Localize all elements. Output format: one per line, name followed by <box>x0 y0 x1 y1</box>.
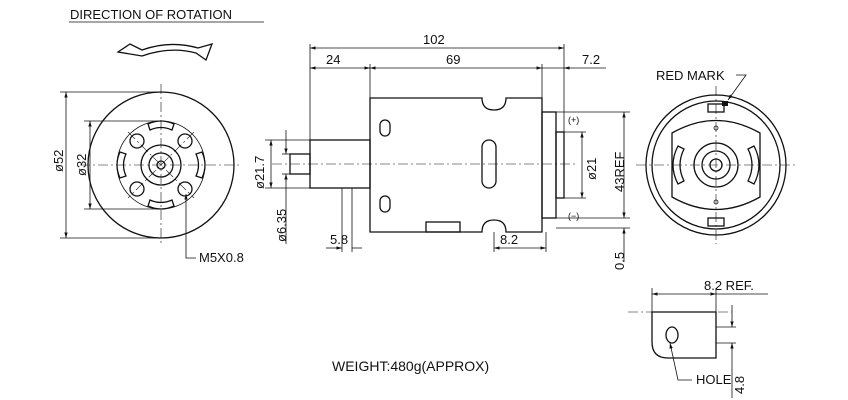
boss-dia-label: ø21.7 <box>252 156 267 189</box>
side-view <box>272 97 578 233</box>
overall-length-label: 102 <box>423 32 445 47</box>
weight-label: WEIGHT:480g(APPROX) <box>332 358 489 374</box>
terminal-ref-label: 8.2 REF. <box>704 278 754 293</box>
direction-label: DIRECTION OF ROTATION <box>70 7 232 22</box>
terminal-detail <box>628 288 768 398</box>
minus-terminal-label: (−) <box>568 211 579 221</box>
flange-dia-label: ø52 <box>51 150 66 172</box>
hole-dim-label: 4.8 <box>732 376 747 394</box>
rear-length-label: 7.2 <box>582 52 600 67</box>
bolt-circle-label: ø32 <box>74 154 89 176</box>
terminal-length-label: 8.2 <box>500 232 518 247</box>
thread-label: M5X0.8 <box>199 250 244 265</box>
body-length-label: 69 <box>446 52 460 67</box>
red-mark-label: RED MARK <box>656 68 725 83</box>
shaft-dia-label: ø6.35 <box>274 209 289 242</box>
hole-label: HOLE <box>696 372 732 387</box>
rear-view <box>636 86 796 244</box>
terminal-offset-label: 0.5 <box>612 252 627 270</box>
shaft-step-label: 5.8 <box>330 232 348 247</box>
red-mark-leader <box>727 74 747 101</box>
front-view-dims <box>60 91 196 259</box>
shaft-length-label: 24 <box>326 52 340 67</box>
rotation-arrow-icon <box>116 43 214 62</box>
front-view <box>80 84 242 246</box>
plus-terminal-label: (+) <box>568 115 579 125</box>
side-view-dims <box>265 44 630 262</box>
rear-boss-dia-label: ø21 <box>584 158 599 180</box>
terminal-spacing-label: 43REF <box>612 151 627 192</box>
